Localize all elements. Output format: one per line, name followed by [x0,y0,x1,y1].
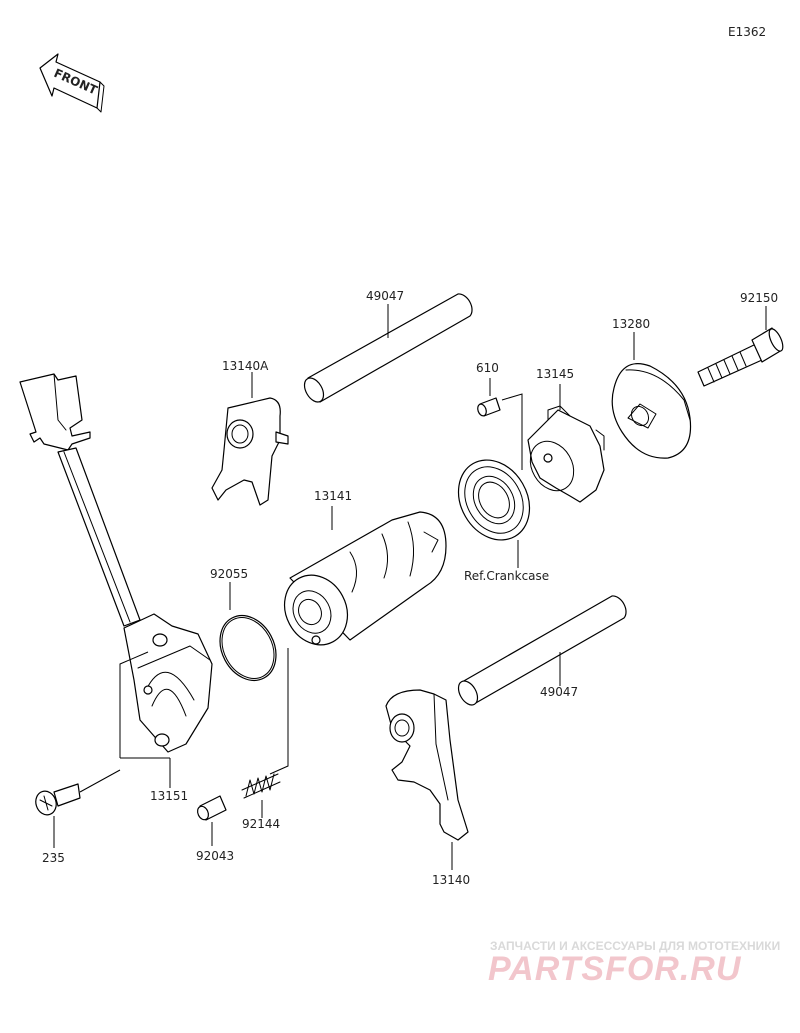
label-o-ring: 92055 [210,567,248,581]
spring [241,648,289,818]
shift-drum [283,506,447,646]
front-arrow-icon: FRONT [39,53,105,113]
watermark-tagline: ЗАПЧАСТИ И АКСЕССУАРЫ ДЛЯ МОТОТЕХНИКИ [490,939,780,953]
label-cam: 13145 [536,367,574,381]
bearing [457,459,531,568]
shaft-upper [303,293,473,403]
label-shaft-lower: 49047 [540,685,578,699]
diagram-code: E1362 [728,25,766,39]
label-pin-small: 92043 [196,849,234,863]
watermark-logo: PARTSFOR.RU [488,950,742,988]
shift-fork-lower [385,689,469,870]
detent-pin [196,795,227,846]
label-screw: 235 [42,851,65,865]
label-drum: 13141 [314,489,352,503]
label-fork-upper: 13140A [222,359,269,373]
label-bearing-note: Ref.Crankcase [464,569,549,583]
bolt [697,306,784,387]
sensor-housing [19,373,213,788]
shaft-lower [457,595,627,706]
label-dowel-pin: 610 [476,361,499,375]
label-plate: 13280 [612,317,650,331]
label-bolt: 92150 [740,291,778,305]
label-fork-lower: 13140 [432,873,470,887]
label-spring: 92144 [242,817,280,831]
dowel-pin [477,378,523,470]
shift-fork-upper [211,372,289,506]
label-shaft-upper: 49047 [366,289,404,303]
label-sensor-housing: 13151 [150,789,188,803]
o-ring [219,582,277,682]
screw [35,769,121,848]
shift-plate [611,332,692,459]
shift-cam [527,384,605,503]
